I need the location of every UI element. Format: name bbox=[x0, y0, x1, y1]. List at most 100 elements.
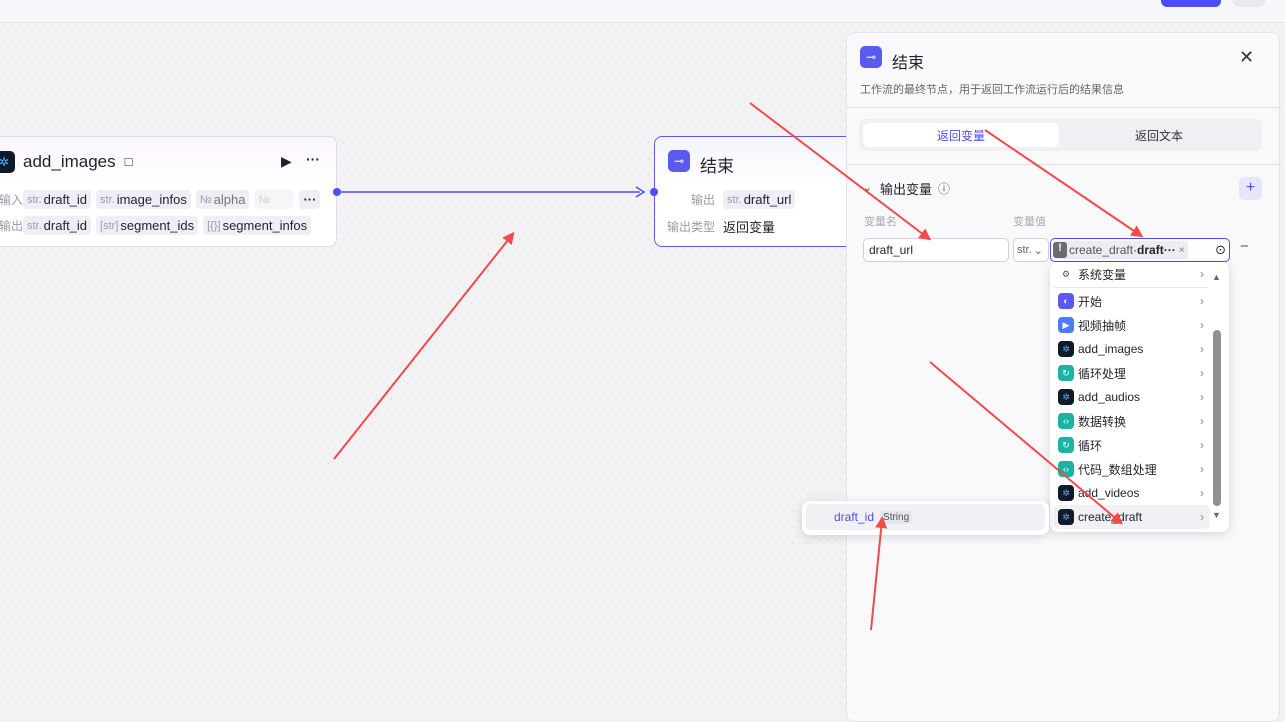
type-label: str. bbox=[27, 219, 42, 232]
add-variable-button[interactable]: + bbox=[1239, 177, 1262, 200]
output-type-value: 返回变量 bbox=[723, 220, 776, 235]
video-icon: ▶ bbox=[1058, 317, 1074, 333]
type-badge: String bbox=[880, 510, 913, 524]
node-end[interactable]: ⊸ 结束 输出 str.draft_url 输出类型 返回变量 bbox=[654, 136, 864, 247]
remove-variable-button[interactable]: − bbox=[1240, 238, 1249, 255]
node-add-images[interactable]: ✲ add_images ☐ ▶ ··· 输入 str.draft_id str… bbox=[0, 136, 337, 247]
dropdown-item-label: add_audios bbox=[1078, 390, 1141, 404]
divider bbox=[1054, 287, 1208, 288]
param-name: draft_id bbox=[43, 192, 88, 207]
publish-button[interactable] bbox=[1161, 0, 1221, 7]
loop-icon: ↻ bbox=[1058, 365, 1074, 381]
gear-icon: ⚙ bbox=[1058, 266, 1074, 282]
dropdown-item-plugin[interactable]: ✲add_videos› bbox=[1054, 481, 1210, 505]
code-icon: ‹› bbox=[1058, 413, 1074, 429]
type-value: str. bbox=[1017, 244, 1032, 256]
node-more-icon[interactable]: ··· bbox=[306, 151, 320, 167]
input-port[interactable] bbox=[650, 188, 658, 196]
node-title-row: add_images ☐ bbox=[23, 152, 134, 172]
field-name: draft_id bbox=[834, 510, 875, 524]
start-icon: ◐ bbox=[1058, 293, 1074, 309]
warning-icon: ! bbox=[1053, 242, 1067, 258]
input-tag: str.image_infos bbox=[96, 190, 191, 209]
output-port[interactable] bbox=[333, 188, 341, 196]
run-node-icon[interactable]: ▶ bbox=[281, 153, 292, 169]
field-submenu: draft_id String bbox=[802, 501, 1049, 535]
loop-icon: ↻ bbox=[1058, 437, 1074, 453]
node-title: add_images bbox=[23, 152, 116, 171]
chevron-right-icon: › bbox=[1200, 438, 1204, 452]
output-label: 输出 bbox=[0, 219, 23, 233]
tab-return-variable[interactable]: 返回变量 bbox=[863, 123, 1059, 147]
scroll-up-icon[interactable]: ▲ bbox=[1212, 272, 1221, 282]
variable-value-picker[interactable]: ! create_draft · draft··· × ⊙ bbox=[1050, 238, 1230, 262]
edge-arrowhead bbox=[635, 186, 646, 198]
chevron-right-icon: › bbox=[1200, 294, 1204, 308]
dropdown-item-label: 代码_数组处理 bbox=[1078, 462, 1157, 477]
chevron-down-icon: ⌄ bbox=[1033, 244, 1043, 257]
clear-icon[interactable]: × bbox=[1178, 244, 1185, 256]
panel-title: 结束 bbox=[892, 55, 925, 72]
plugin-icon: ✲ bbox=[1058, 509, 1074, 525]
chevron-right-icon: › bbox=[1200, 366, 1204, 380]
param-name: draft_url bbox=[743, 192, 792, 207]
scroll-down-icon[interactable]: ▼ bbox=[1212, 510, 1221, 520]
plugin-icon: ✲ bbox=[0, 151, 15, 173]
dropdown-item-gear[interactable]: ⚙ 系统变量 › bbox=[1054, 262, 1210, 286]
tab-return-text[interactable]: 返回文本 bbox=[1134, 128, 1183, 143]
dropdown-item-code[interactable]: ‹›代码_数组处理› bbox=[1054, 457, 1210, 481]
chevron-right-icon: › bbox=[1200, 510, 1204, 524]
scrollbar[interactable] bbox=[1213, 330, 1221, 506]
dropdown-item-loop[interactable]: ↻循环处理› bbox=[1054, 361, 1210, 385]
end-icon: ⊸ bbox=[668, 150, 690, 172]
collapse-chevron-icon[interactable]: ⌄ bbox=[863, 182, 873, 194]
close-icon[interactable]: ✕ bbox=[1239, 47, 1255, 67]
type-select[interactable]: str.⌄ bbox=[1013, 238, 1049, 262]
column-label: 变量值 bbox=[1013, 216, 1046, 228]
chevron-right-icon: › bbox=[1200, 267, 1204, 281]
output-type-label: 输出类型 bbox=[667, 220, 716, 234]
reference-separator: · bbox=[1133, 243, 1138, 257]
type-label: [{}] bbox=[207, 219, 221, 232]
dropdown-item-start[interactable]: ◐ 开始 › bbox=[1054, 289, 1210, 313]
dropdown-item-label: 循环 bbox=[1078, 438, 1103, 453]
more-button[interactable] bbox=[1233, 0, 1265, 7]
section-title: 输出变量 bbox=[880, 182, 933, 197]
param-name: alpha bbox=[213, 192, 246, 207]
target-icon[interactable]: ⊙ bbox=[1215, 242, 1226, 257]
more-inputs-button[interactable]: ··· bbox=[299, 190, 321, 209]
dropdown-item-video[interactable]: ▶视频抽帧› bbox=[1054, 313, 1210, 337]
variable-name-input[interactable]: draft_url bbox=[863, 238, 1009, 262]
type-label: str. bbox=[100, 193, 115, 206]
dropdown-item-plugin[interactable]: ✲add_audios› bbox=[1054, 385, 1210, 409]
type-label: № bbox=[199, 193, 212, 206]
submenu-item-draft-id[interactable]: draft_id String bbox=[806, 504, 1045, 530]
panel-description: 工作流的最终节点，用于返回工作流运行后的结果信息 bbox=[860, 84, 1124, 96]
chevron-right-icon: › bbox=[1200, 414, 1204, 428]
end-icon: ⊸ bbox=[860, 46, 882, 68]
param-name: draft_id bbox=[43, 218, 88, 233]
dropdown-item-loop[interactable]: ↻ 循环 › bbox=[1054, 433, 1210, 457]
plugin-icon: ✲ bbox=[1058, 485, 1074, 501]
chevron-right-icon: › bbox=[1200, 342, 1204, 356]
dropdown-item-label: 系统变量 bbox=[1078, 267, 1127, 282]
dropdown-item-label: 开始 bbox=[1078, 294, 1103, 309]
plugin-icon: ✲ bbox=[1058, 341, 1074, 357]
dropdown-item-code[interactable]: ‹›数据转换› bbox=[1054, 409, 1210, 433]
input-tag: № bbox=[254, 190, 295, 209]
chevron-right-icon: › bbox=[1200, 390, 1204, 404]
top-bar bbox=[0, 0, 1285, 23]
reference-field: draft··· bbox=[1137, 243, 1176, 257]
output-tag: [{}]segment_infos bbox=[203, 216, 312, 235]
output-tag: str.draft_url bbox=[723, 190, 796, 209]
dropdown-item-plugin[interactable]: ✲create_draft› bbox=[1054, 505, 1210, 529]
dropdown-item-plugin[interactable]: ✲add_images› bbox=[1054, 337, 1210, 361]
mask-icon: ☐ bbox=[123, 156, 134, 169]
divider bbox=[847, 107, 1281, 108]
param-name: segment_infos bbox=[222, 218, 308, 233]
input-label: 输入 bbox=[0, 193, 23, 207]
variable-source-dropdown: ⚙ 系统变量 › ◐ 开始 › ▶视频抽帧›✲add_images›↻循环处理› ✲ add_a… bbox=[1050, 262, 1229, 532]
chevron-right-icon: › bbox=[1200, 486, 1204, 500]
